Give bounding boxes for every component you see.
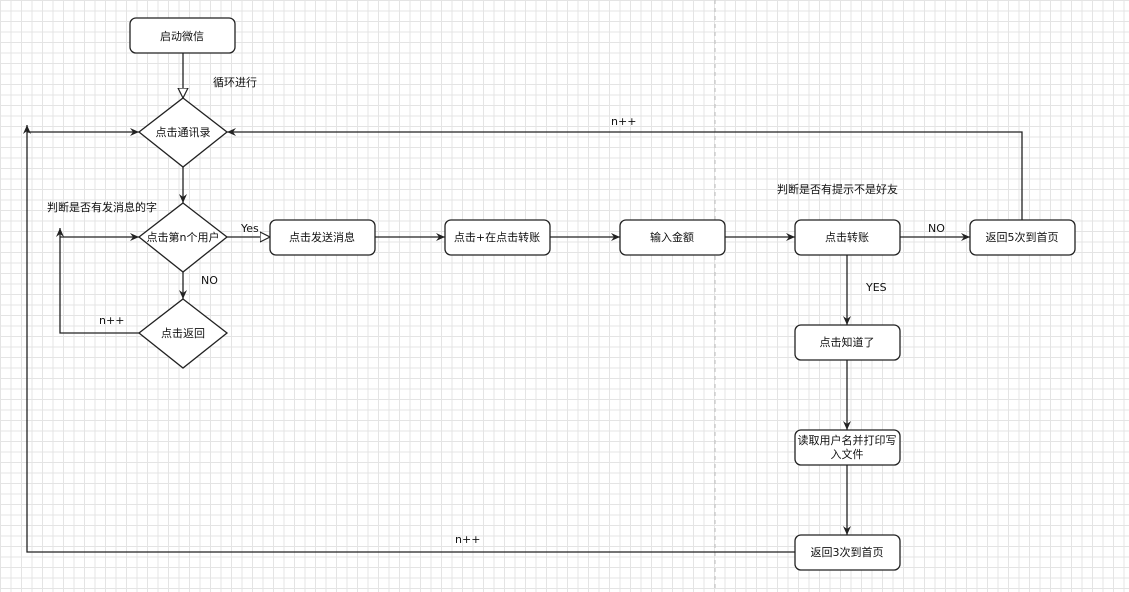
label-yes-2: YES <box>865 281 887 294</box>
svg-text:读取用户名并打印写: 读取用户名并打印写 <box>798 433 897 447</box>
label-loop: 循环进行 <box>213 76 257 89</box>
node-back-3-home[interactable]: 返回3次到首页 <box>794 534 901 571</box>
node-start-wechat[interactable]: 启动微信 <box>129 17 236 54</box>
node-back-5-home[interactable]: 返回5次到首页 <box>969 219 1076 256</box>
svg-text:点击发送消息: 点击发送消息 <box>289 230 355 244</box>
label-check-msg: 判断是否有发消息的字 <box>47 200 157 214</box>
node-read-write-file[interactable]: 读取用户名并打印写 入文件 <box>794 429 901 466</box>
node-got-it[interactable]: 点击知道了 <box>794 324 901 361</box>
node-send-message[interactable]: 点击发送消息 <box>269 219 376 256</box>
node-plus-transfer[interactable]: 点击+在点击转账 <box>444 219 551 256</box>
node-enter-amount[interactable]: 输入金额 <box>619 219 726 256</box>
svg-text:返回3次到首页: 返回3次到首页 <box>811 545 884 559</box>
node-click-transfer[interactable]: 点击转账 <box>794 219 901 256</box>
svg-text:点击+在点击转账: 点击+在点击转账 <box>454 230 540 244</box>
label-no-1: NO <box>201 274 218 287</box>
label-n-bottom: n++ <box>455 533 480 546</box>
label-check-friend: 判断是否有提示不是好友 <box>777 182 898 196</box>
svg-text:启动微信: 启动微信 <box>160 29 204 43</box>
label-yes-1: Yes <box>240 222 259 235</box>
svg-text:入文件: 入文件 <box>831 447 864 461</box>
node-click-nth-user[interactable]: 点击第n个用户 <box>137 202 229 273</box>
node-click-contacts[interactable]: 点击通讯录 <box>137 97 229 168</box>
label-n-left: n++ <box>99 314 124 327</box>
svg-text:点击知道了: 点击知道了 <box>820 335 875 349</box>
svg-text:点击通讯录: 点击通讯录 <box>156 126 211 139</box>
svg-text:点击转账: 点击转账 <box>825 230 869 244</box>
svg-text:点击第n个用户: 点击第n个用户 <box>147 230 220 244</box>
svg-text:点击返回: 点击返回 <box>161 327 205 340</box>
label-n-top: n++ <box>611 115 636 128</box>
svg-text:返回5次到首页: 返回5次到首页 <box>986 230 1059 244</box>
edges <box>23 53 1023 553</box>
svg-text:输入金额: 输入金额 <box>650 230 694 244</box>
node-click-back[interactable]: 点击返回 <box>137 298 229 369</box>
label-no-2: NO <box>928 222 945 235</box>
